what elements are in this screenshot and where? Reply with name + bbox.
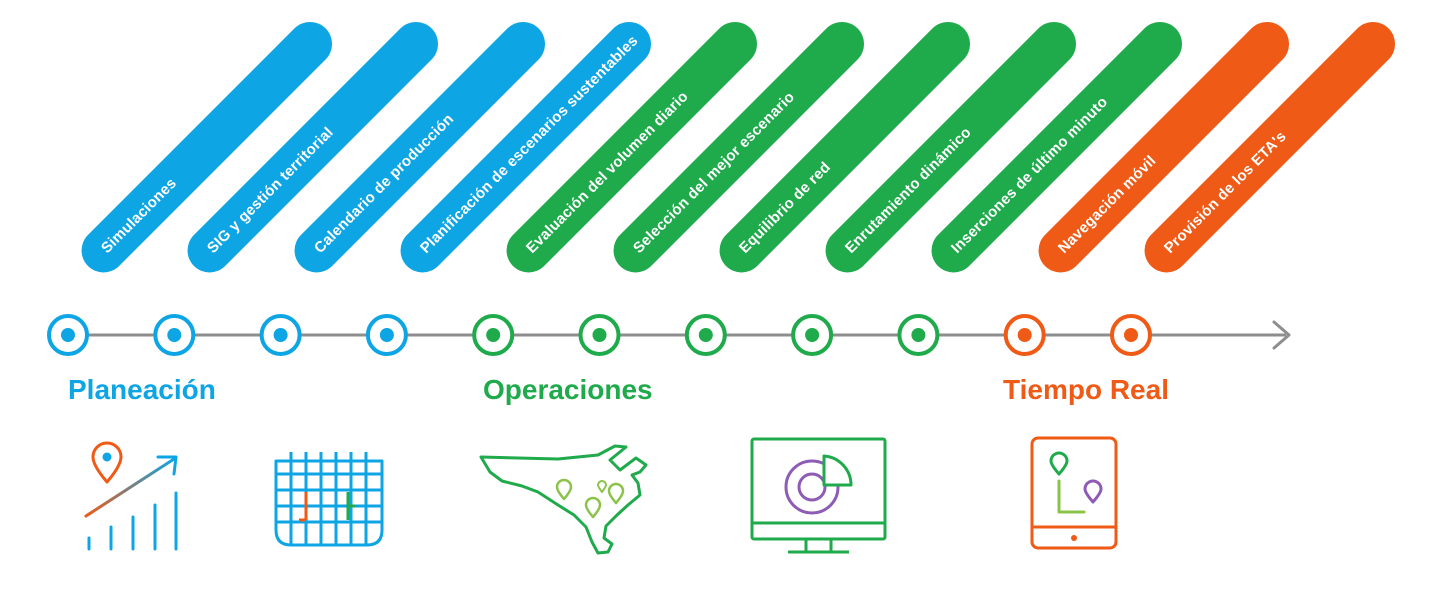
timeline-node — [791, 314, 834, 356]
timeline-node — [259, 314, 302, 356]
phase-title-operaciones: Operaciones — [483, 374, 653, 405]
timeline-node — [365, 314, 408, 356]
tablet-route-icon — [1030, 436, 1118, 550]
stage-label: Navegación móvil — [1054, 151, 1159, 257]
timeline-node — [1003, 314, 1046, 356]
timeline-node — [684, 314, 727, 356]
calendar-icon — [274, 452, 384, 547]
monitor-pie-chart-icon — [750, 437, 887, 554]
timeline-node — [472, 314, 515, 356]
stage-label: Simulaciones — [97, 174, 180, 257]
phase-title-planeacion: Planeación — [68, 374, 216, 405]
timeline-node — [1110, 314, 1152, 356]
stage-label: Equilibrio de red — [735, 158, 834, 257]
phase-title-tiempo-real: Tiempo Real — [1003, 374, 1169, 405]
timeline-node — [897, 314, 940, 356]
timeline-node — [153, 314, 196, 356]
timeline-node — [47, 314, 89, 356]
growth-chart-pin-icon — [84, 441, 178, 551]
timeline-node — [578, 314, 621, 356]
timeline-arrow-icon — [1272, 320, 1291, 350]
map-pins-icon — [479, 444, 648, 555]
